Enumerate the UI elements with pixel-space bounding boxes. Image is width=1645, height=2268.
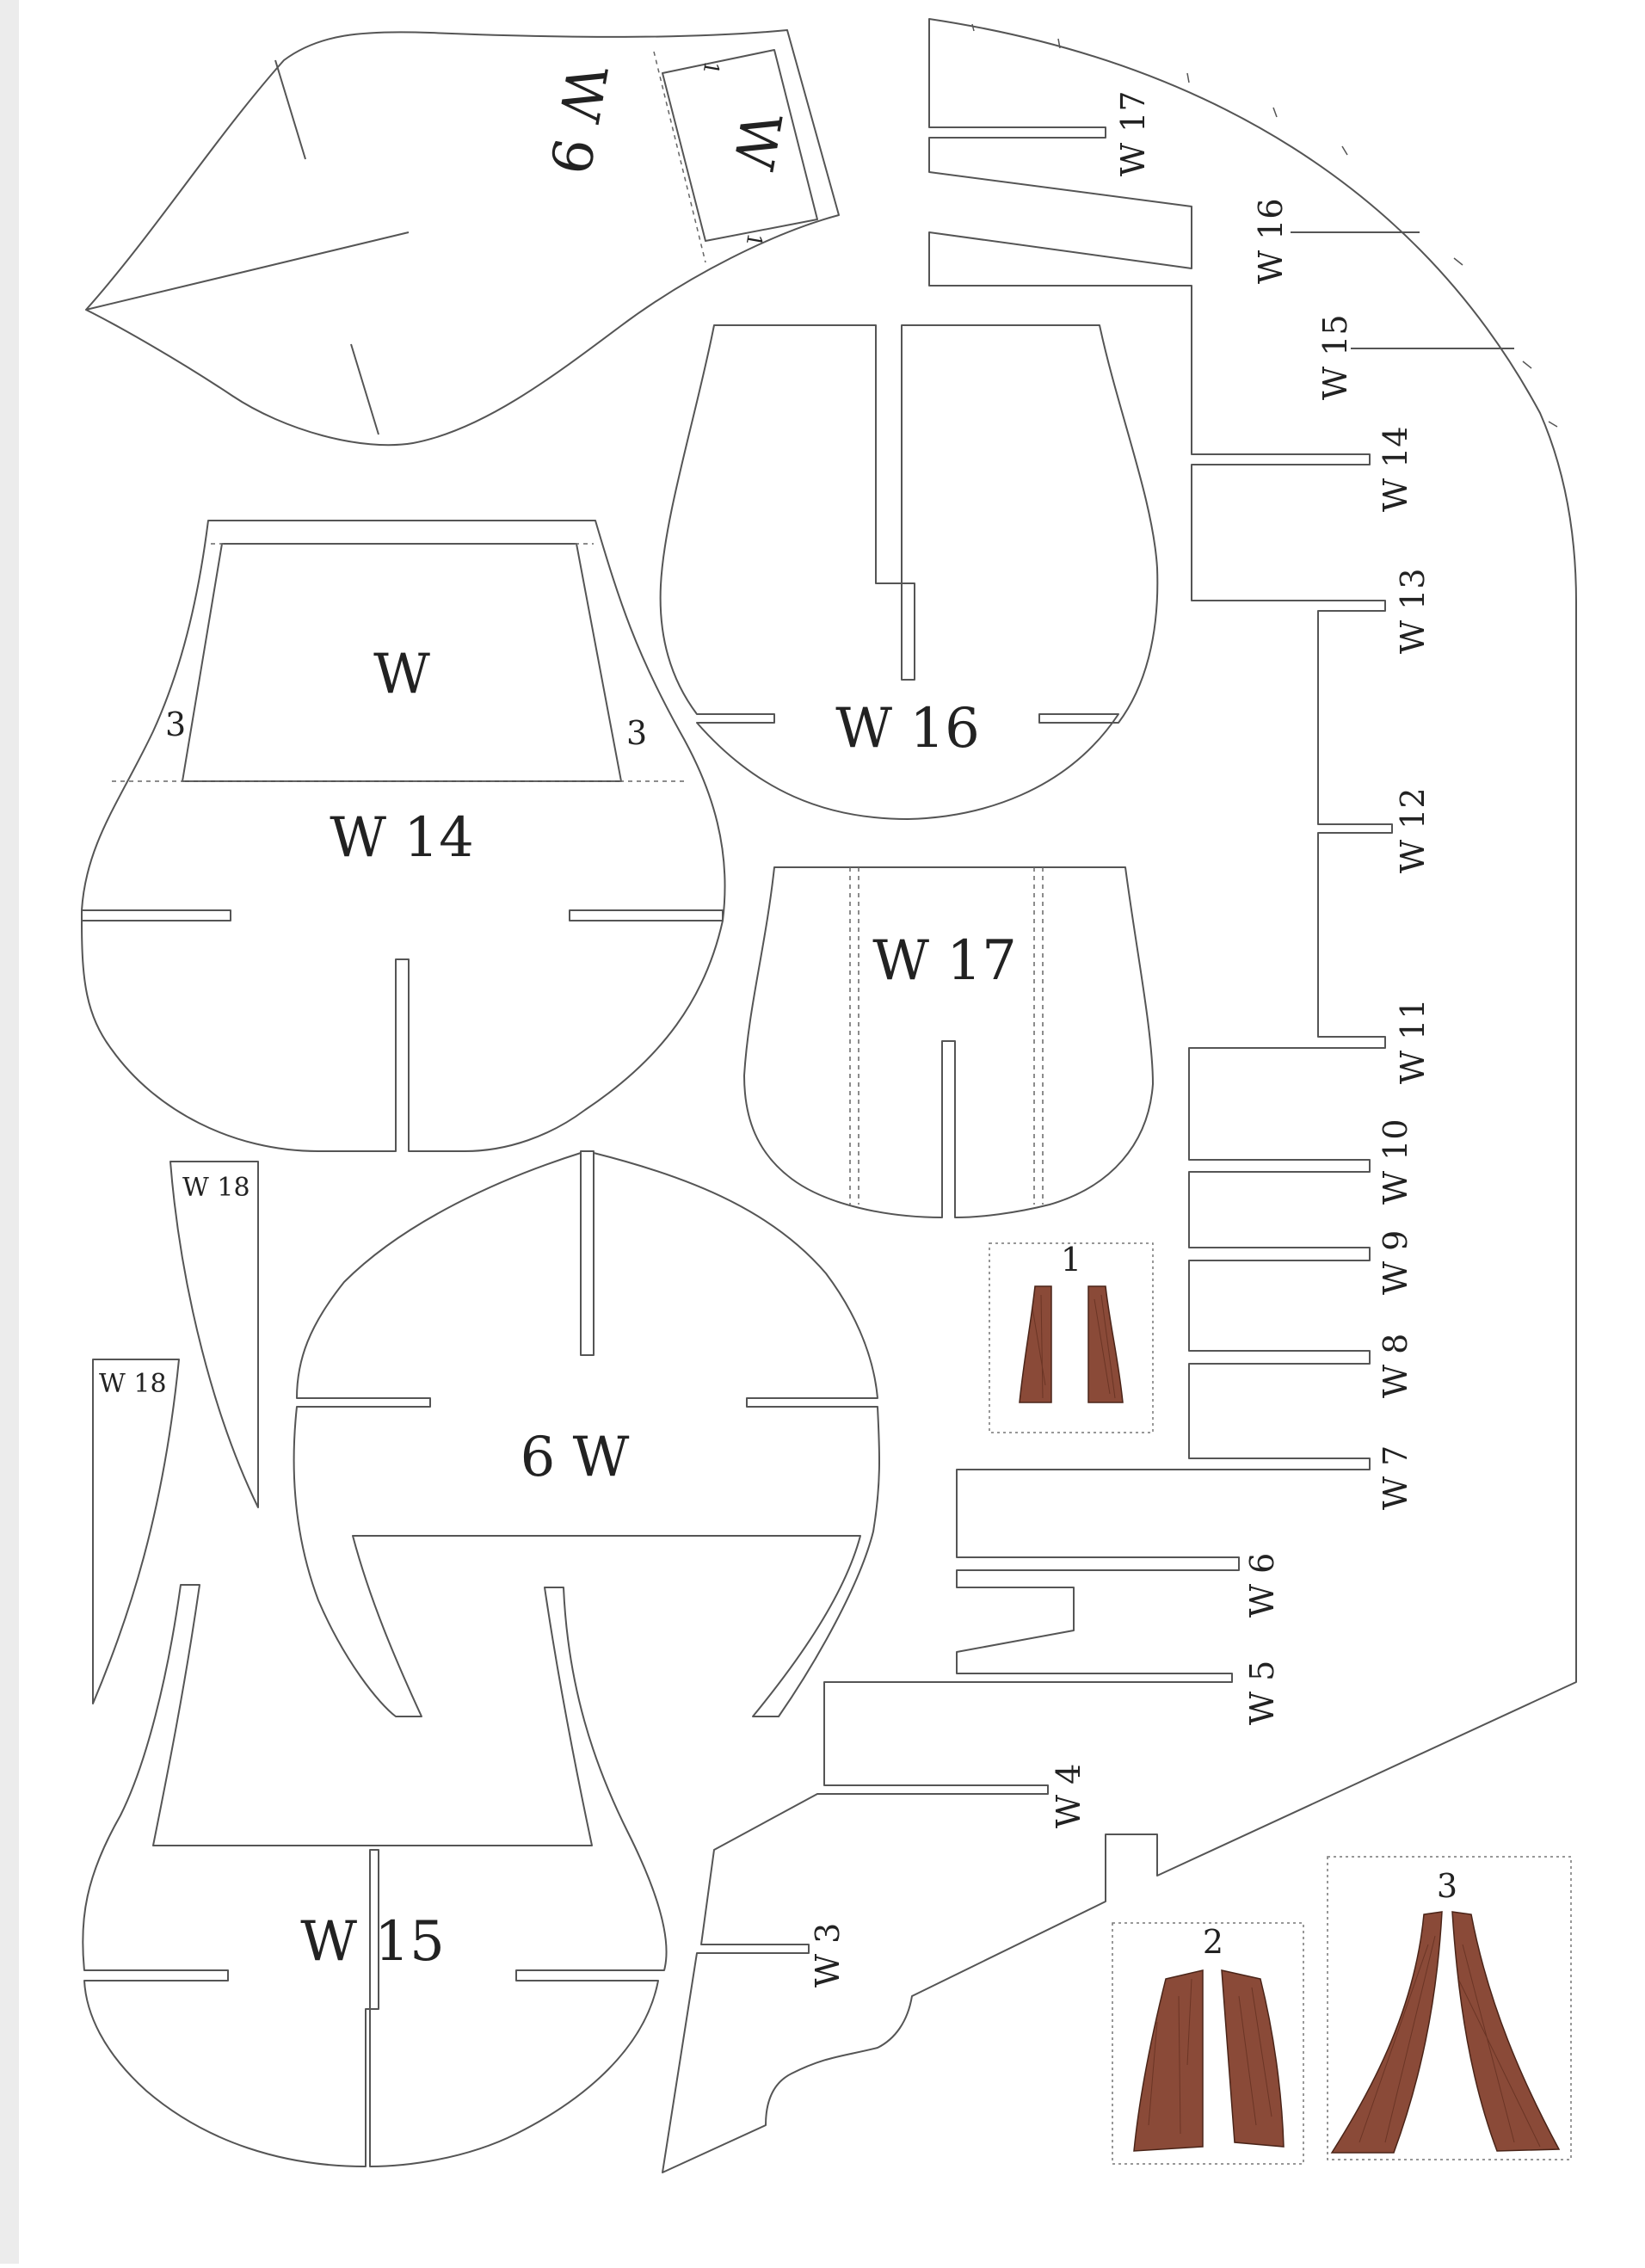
keel-label-w16: W 16 xyxy=(1252,199,1290,285)
part-w18-b: W 18 xyxy=(92,1359,180,1704)
detail-box-2: 2 xyxy=(1112,1922,1304,2165)
keel-label-w8: W 8 xyxy=(1377,1334,1414,1398)
keel-label-w10: W 10 xyxy=(1377,1119,1414,1205)
detail-box-3-label: 3 xyxy=(1437,1867,1457,1905)
w14-tab-label: W xyxy=(373,643,430,706)
w9-top-tab-left: 1 xyxy=(698,59,724,77)
keel-label-w4: W 4 xyxy=(1050,1764,1087,1828)
w18-b-label: W 18 xyxy=(99,1369,167,1399)
detail-box-1-label: 1 xyxy=(1061,1241,1081,1279)
part-w17: W 17 xyxy=(743,866,1154,1218)
keel-label-w17: W 17 xyxy=(1114,91,1152,177)
keel-label-w3: W 3 xyxy=(809,1923,847,1988)
w9-mid-label: 6 W xyxy=(521,1426,630,1489)
keel-label-w11: W 11 xyxy=(1394,999,1432,1085)
detail-box-1: 1 xyxy=(989,1241,1154,1433)
part-w15: W 15 xyxy=(82,1584,668,2167)
keel-label-w14: W 14 xyxy=(1377,427,1414,513)
part-w14: W 3 3 W 14 xyxy=(81,520,726,1152)
w14-label: W 14 xyxy=(330,806,474,870)
w9-top-tab-label: W xyxy=(719,108,792,175)
keel-label-w12: W 12 xyxy=(1394,788,1432,874)
keel-label-w5: W 5 xyxy=(1243,1661,1281,1725)
part-w18-a: W 18 xyxy=(169,1161,259,1508)
keel-label-w7: W 7 xyxy=(1377,1445,1414,1510)
w15-label: W 15 xyxy=(300,1910,445,1974)
keel-label-w15: W 15 xyxy=(1316,315,1354,401)
w9-top-tab-right: 1 xyxy=(741,231,767,249)
detail-box-2-label: 2 xyxy=(1203,1923,1223,1961)
part-w9-mid: 6 W xyxy=(293,1150,881,1717)
detail-box-3: 3 xyxy=(1327,1856,1572,2160)
part-keel: W 17 W 16 W 15 W 14 W 13 W 12 W 11 W 10 … xyxy=(662,18,1577,2173)
keel-label-w13: W 13 xyxy=(1394,569,1432,655)
part-w16: W 16 xyxy=(659,324,1159,820)
keel-label-w9: W 9 xyxy=(1377,1230,1414,1295)
w17-label: W 17 xyxy=(872,929,1017,993)
w14-tab-left: 3 xyxy=(165,706,186,743)
keel-label-w6: W 6 xyxy=(1243,1553,1281,1618)
w16-label: W 16 xyxy=(835,697,980,761)
w18-a-label: W 18 xyxy=(182,1173,250,1203)
w14-tab-right: 3 xyxy=(626,714,647,752)
